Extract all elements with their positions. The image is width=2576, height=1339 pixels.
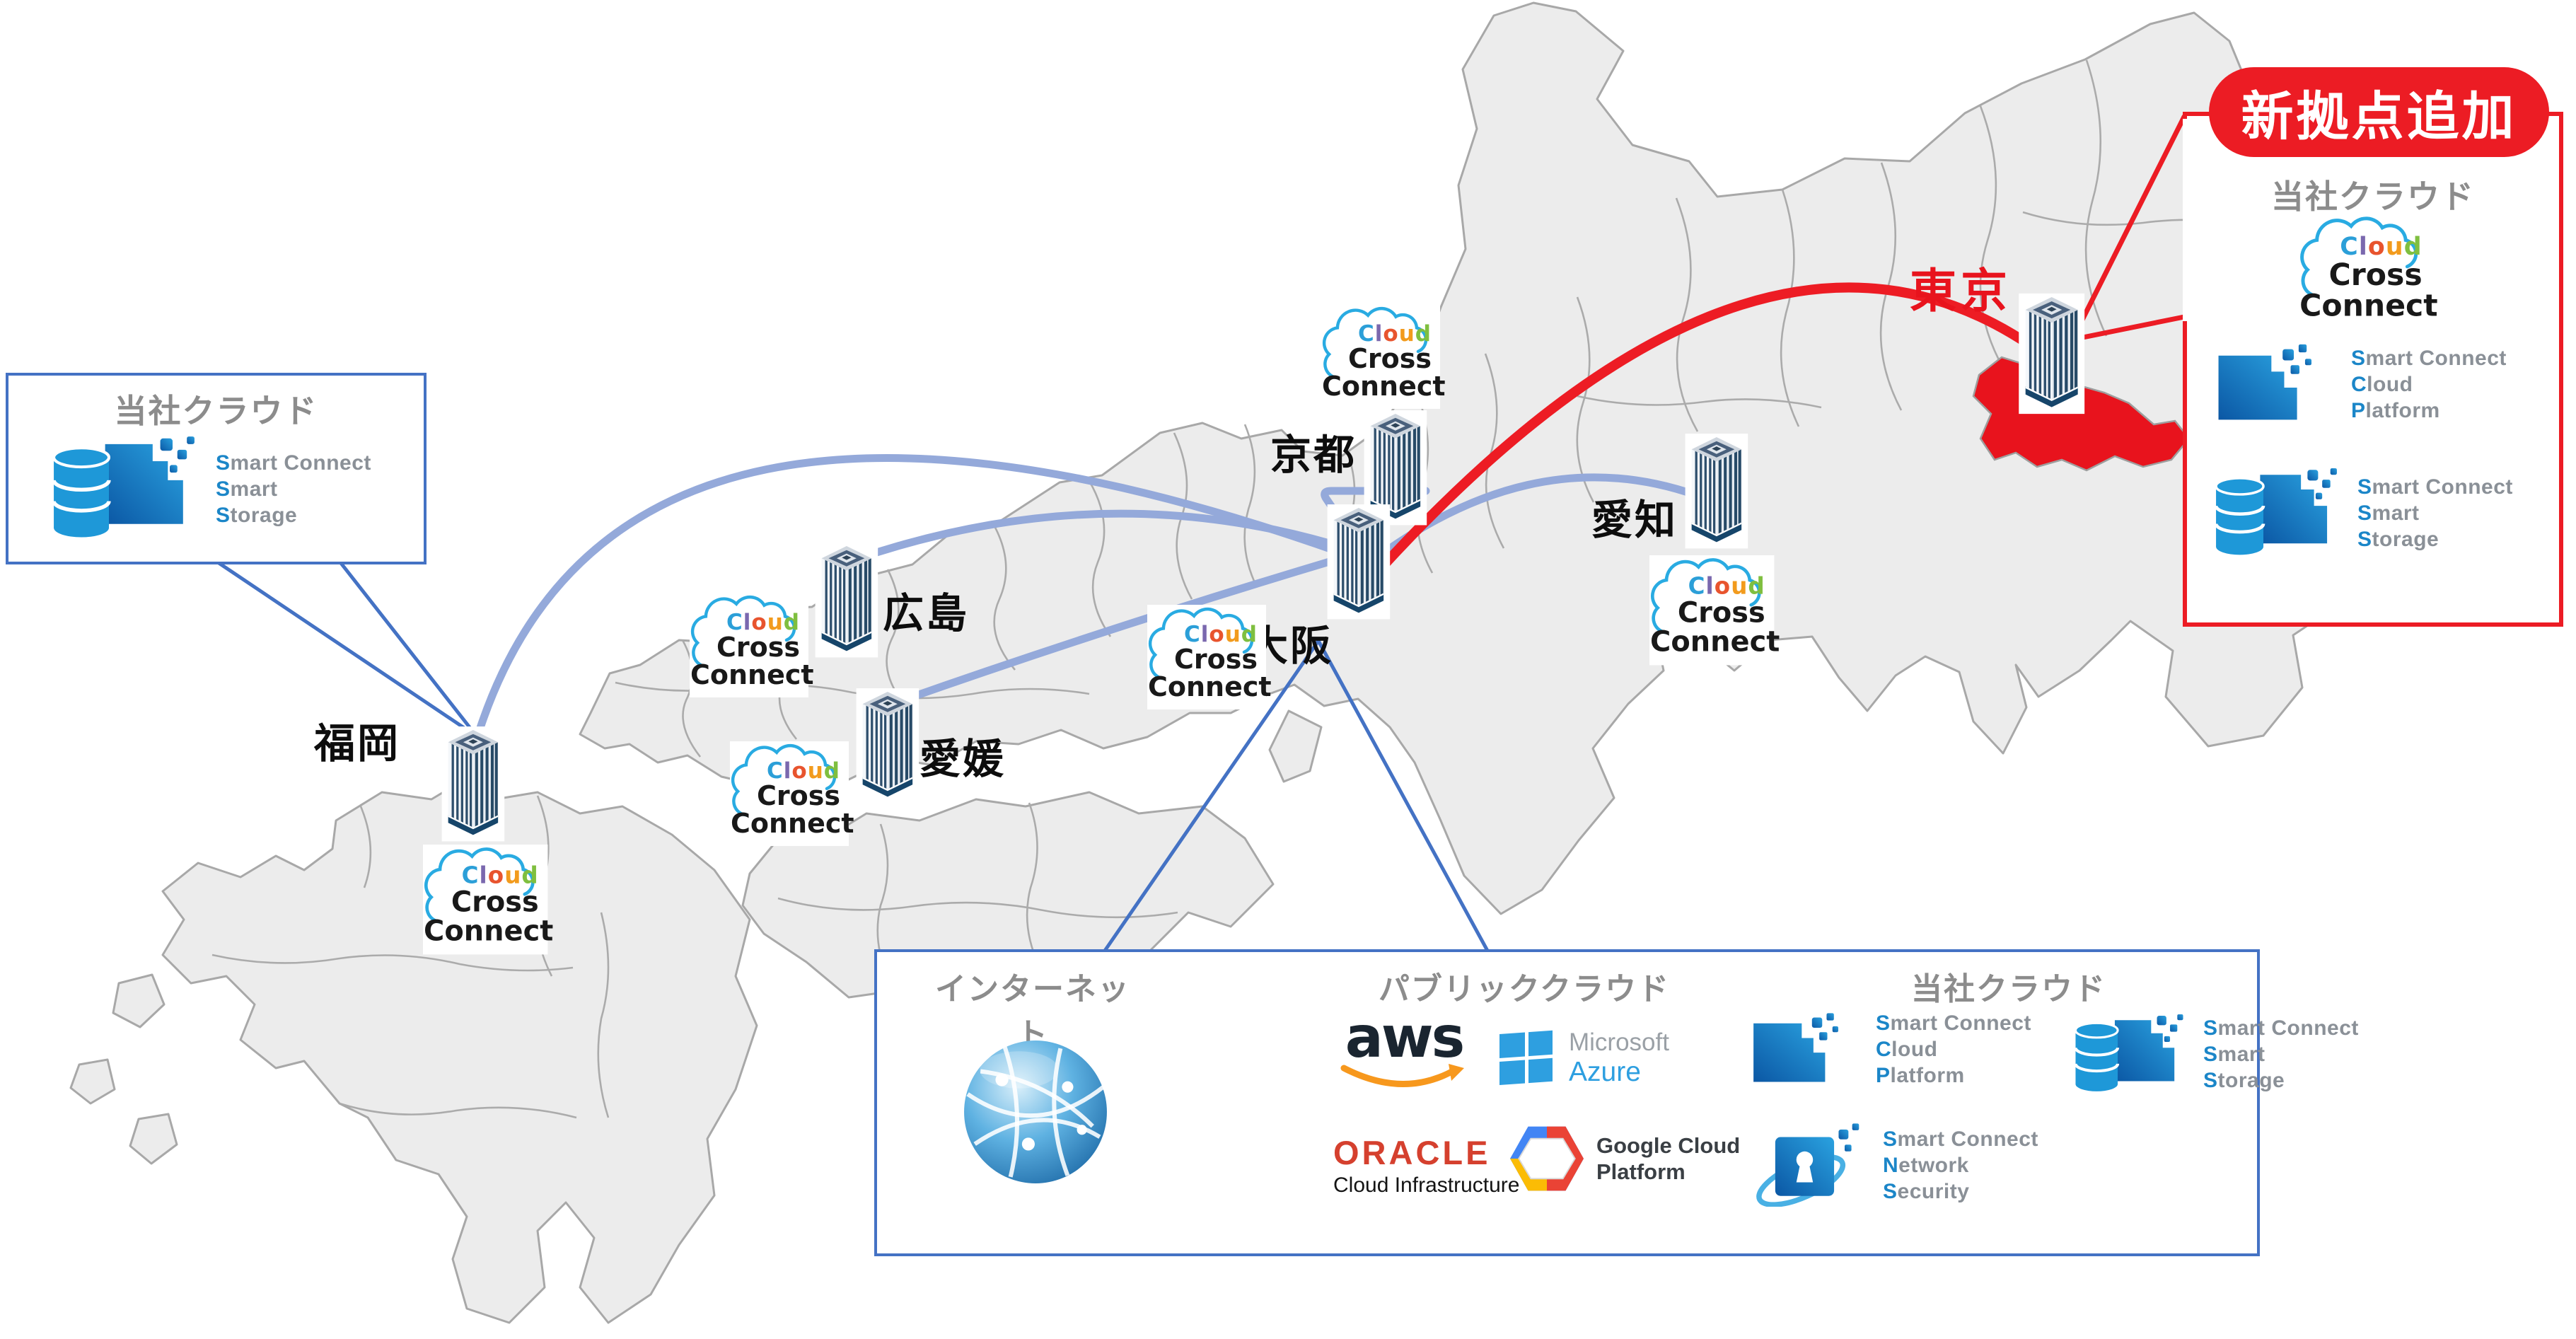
ccc-word-cloud: Cloud <box>1358 321 1432 347</box>
right-box-title: 当社クラウド <box>2271 178 2475 215</box>
new-site-badge: 新拠点追加 <box>2209 67 2549 157</box>
tail-leftbox-b <box>336 557 479 738</box>
small-island-2 <box>69 1058 116 1105</box>
network-links <box>475 453 1700 734</box>
city-label-tokyo: 東京 <box>1910 265 2012 317</box>
cloud-platform-icon <box>2218 344 2311 420</box>
link-osaka-ehime <box>888 555 1343 708</box>
building-fukuoka <box>442 726 505 841</box>
smart-storage-logo: Smart Connect Smart Storage <box>2071 1014 2359 1094</box>
awaji-island <box>1268 709 1323 783</box>
building-aichi <box>1686 434 1748 548</box>
our-cloud-heading: 当社クラウド <box>1911 972 2106 1007</box>
internet-globe-icon <box>964 1041 1107 1183</box>
smart-storage-text: Smart Connect Smart Storage <box>2357 475 2513 551</box>
building-osaka <box>1328 504 1391 619</box>
gcp-text: Google Cloud Platform <box>1596 1133 1741 1184</box>
city-label-fukuoka: 福岡 <box>314 721 401 767</box>
smart-storage-logo: Smart Connect Smart Storage <box>2211 468 2513 558</box>
building-ehime <box>857 688 919 803</box>
oracle-logo: ORACLE Cloud Infrastructure <box>1333 1135 1519 1200</box>
gcp-hexagon-icon <box>1510 1126 1584 1191</box>
azure-logo: Microsoft Azure <box>1499 1028 1669 1088</box>
link-osaka-tokyo-new <box>1374 282 2055 575</box>
gcp-logo: Google Cloud Platform <box>1510 1126 1740 1191</box>
cloud-platform-text: Smart Connect Cloud Platform <box>2351 347 2507 422</box>
cloud-platform-logo: Smart Connect Cloud Platform <box>1751 1010 2031 1089</box>
border-gap <box>2183 119 2187 321</box>
building-hiroshima <box>816 543 878 657</box>
tail-leftbox-a <box>211 557 479 738</box>
city-label-kyoto: 京都 <box>1270 432 1357 478</box>
small-island-3 <box>129 1113 178 1165</box>
building-tokyo <box>2019 294 2084 414</box>
cloud-icon <box>1322 306 1427 380</box>
network-security-text: Smart Connect Network Security <box>1883 1127 2038 1203</box>
callout-tails <box>211 114 2187 953</box>
cloud-platform-logo: Smart Connect Cloud Platform <box>2215 344 2507 425</box>
public-cloud-heading: パブリッククラウド <box>1378 972 1671 1007</box>
link-osaka-fukuoka <box>475 453 1347 734</box>
aws-logo: aws <box>1337 1004 1471 1095</box>
tail-bottombox-b <box>1316 639 1490 953</box>
tail-redbox-b <box>2070 314 2187 342</box>
kyushu-island <box>161 777 758 1324</box>
smart-storage-text: Smart Connect Smart Storage <box>216 451 371 527</box>
azure-text: Microsoft Azure <box>1569 1028 1669 1087</box>
city-label-ehime: 愛媛 <box>919 736 1006 782</box>
smart-storage-text: Smart Connect Smart Storage <box>2203 1016 2359 1092</box>
link-osaka-kyoto <box>1321 487 1430 556</box>
tail-redbox-a <box>2070 114 2187 342</box>
ccc-word-connect: Connect <box>1322 371 1446 402</box>
city-label-aichi: 愛知 <box>1591 497 1678 543</box>
city-label-hiroshima: 広島 <box>883 591 970 637</box>
oracle-wordmark: ORACLE <box>1333 1134 1491 1171</box>
left-box-title: 当社クラウド <box>114 393 318 429</box>
ccc-word-cross: Cross <box>1348 343 1432 374</box>
fukuoka-cloud-callout-box: 当社クラウド Smart Connect Smart Storage <box>6 373 427 564</box>
smart-storage-logo: Smart Connect Smart Storage <box>48 436 371 541</box>
smart-storage-icon <box>52 436 195 538</box>
small-island-1 <box>112 973 166 1028</box>
legend-box: インターネット パブリッククラウド 当社クラウド aws <box>874 949 2358 1256</box>
aws-smile-icon <box>1340 1064 1464 1087</box>
aws-wordmark: aws <box>1345 1004 1466 1070</box>
tail-bottombox-a <box>1103 639 1321 953</box>
link-osaka-hiroshima <box>853 509 1343 563</box>
ccc-logo-kyoto: Cloud Cross Connect <box>1321 304 1446 409</box>
smart-storage-icon <box>2214 468 2337 555</box>
oracle-subtext: Cloud Infrastructure <box>1333 1173 1520 1197</box>
cloud-platform-text: Smart Connect Cloud Platform <box>1876 1012 2031 1087</box>
azure-window-icon <box>1499 1030 1553 1085</box>
network-security-logo: Smart Connect Network Security <box>1754 1123 2038 1207</box>
network-security-icon <box>1756 1123 1860 1207</box>
